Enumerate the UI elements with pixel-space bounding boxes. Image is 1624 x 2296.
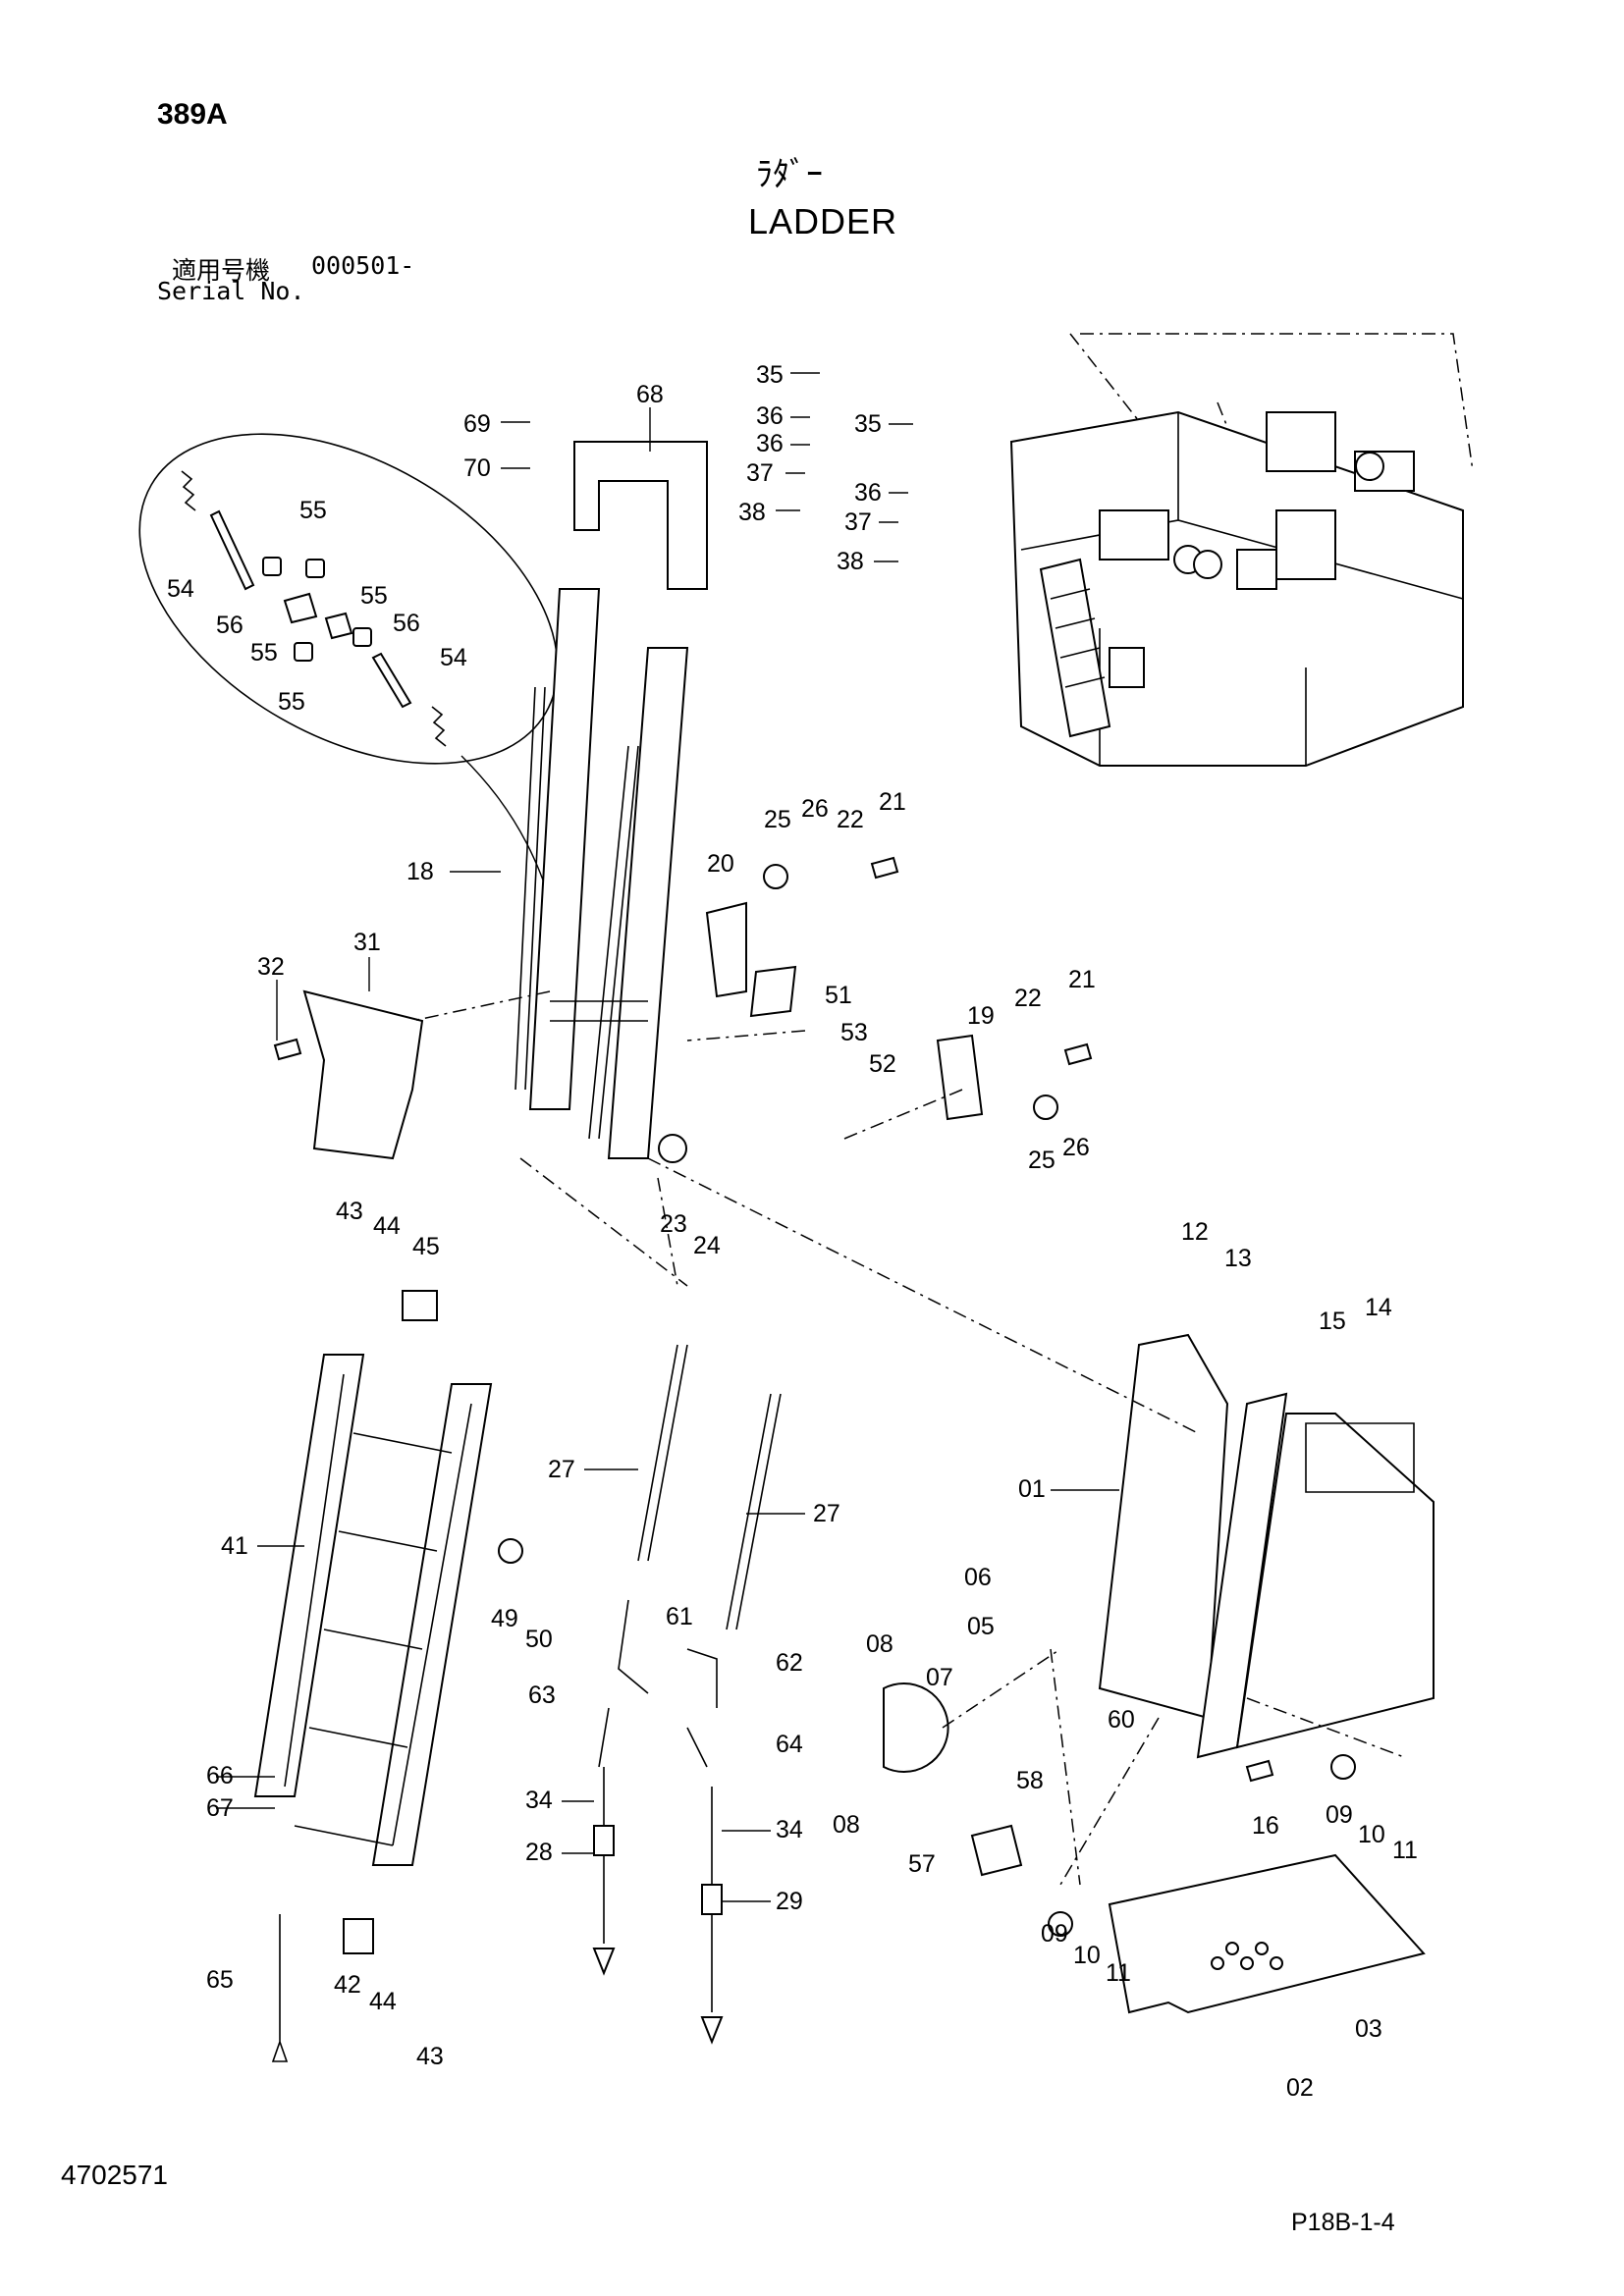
callout-10: 10	[1358, 1821, 1385, 1848]
callout-18: 18	[406, 858, 434, 885]
callout-05: 05	[967, 1613, 995, 1640]
callout-54: 54	[440, 644, 467, 671]
callout-03: 03	[1355, 2015, 1382, 2043]
doc-number: 4702571	[61, 2160, 169, 2190]
callout-43: 43	[336, 1198, 363, 1225]
serial-label-en: Serial No.	[157, 277, 305, 305]
callout-10: 10	[1073, 1942, 1101, 1969]
callout-41: 41	[221, 1532, 248, 1560]
callout-49: 49	[491, 1605, 518, 1632]
callout-54: 54	[167, 575, 194, 603]
callout-11: 11	[1106, 1959, 1131, 1987]
callout-52: 52	[869, 1050, 896, 1078]
callout-42: 42	[334, 1971, 361, 1999]
callout-55: 55	[250, 639, 278, 667]
callout-35: 35	[756, 361, 784, 389]
callout-19: 19	[967, 1002, 995, 1030]
callout-labels: 35 36 36 37 38 35 36 37 38 69 70 68 55 5…	[167, 361, 1418, 2102]
cables-chains	[592, 1344, 782, 2045]
callout-66: 66	[206, 1762, 234, 1789]
callout-35: 35	[854, 410, 882, 438]
callout-26: 26	[1062, 1134, 1090, 1161]
callout-44: 44	[373, 1212, 401, 1240]
callout-20: 20	[707, 850, 734, 878]
callout-55: 55	[360, 582, 388, 610]
serial-label-jp: 適用号機	[172, 257, 271, 285]
leader-lines	[216, 372, 1119, 1902]
callout-60: 60	[1108, 1706, 1135, 1734]
callout-32: 32	[257, 953, 285, 981]
callout-43: 43	[416, 2043, 444, 2070]
callout-61: 61	[666, 1603, 693, 1630]
callout-11: 11	[1392, 1837, 1418, 1864]
callout-08: 08	[833, 1811, 860, 1839]
callout-22: 22	[837, 806, 864, 833]
callout-23: 23	[660, 1210, 687, 1238]
callout-31: 31	[353, 929, 381, 956]
callout-65: 65	[206, 1966, 234, 1994]
callout-09: 09	[1041, 1920, 1068, 1948]
callout-37: 37	[746, 459, 774, 487]
callout-58: 58	[1016, 1767, 1044, 1794]
callout-36: 36	[756, 402, 784, 430]
callout-69: 69	[463, 410, 491, 438]
callout-16: 16	[1252, 1812, 1279, 1840]
callout-22: 22	[1014, 985, 1042, 1012]
page-title: LADDER	[748, 201, 898, 241]
callout-64: 64	[776, 1731, 803, 1758]
callout-53: 53	[840, 1019, 868, 1046]
callout-21: 21	[879, 788, 906, 816]
callout-26: 26	[801, 795, 829, 823]
callout-01: 01	[1018, 1475, 1046, 1503]
callout-25: 25	[1028, 1147, 1056, 1174]
callout-37: 37	[844, 508, 872, 536]
ladder-rails	[514, 441, 708, 1159]
callout-50: 50	[525, 1626, 553, 1653]
callout-15: 15	[1319, 1308, 1346, 1335]
callout-68: 68	[636, 381, 664, 408]
callout-57: 57	[908, 1850, 936, 1878]
callout-28: 28	[525, 1839, 553, 1866]
callout-08: 08	[866, 1630, 893, 1658]
callout-02: 02	[1286, 2074, 1314, 2102]
callout-38: 38	[738, 499, 766, 526]
callout-63: 63	[528, 1682, 556, 1709]
page-code: 389A	[157, 98, 228, 131]
callout-24: 24	[693, 1232, 721, 1259]
callout-27: 27	[813, 1500, 840, 1527]
callout-34: 34	[776, 1816, 803, 1843]
step-box-base	[647, 1157, 1435, 2014]
callout-27: 27	[548, 1456, 575, 1483]
callout-07: 07	[926, 1664, 953, 1691]
callout-55: 55	[299, 497, 327, 524]
callout-13: 13	[1224, 1245, 1252, 1272]
callout-56: 56	[393, 610, 420, 637]
callout-55: 55	[278, 688, 305, 716]
callout-34: 34	[525, 1787, 553, 1814]
callout-62: 62	[776, 1649, 803, 1677]
callout-36: 36	[756, 430, 784, 457]
callout-70: 70	[463, 454, 491, 482]
page-title-jp: ﾗﾀﾞｰ	[756, 156, 823, 193]
callout-44: 44	[369, 1988, 397, 2015]
callout-29: 29	[776, 1888, 803, 1915]
machine-overview-illustration	[1009, 333, 1474, 767]
callout-09: 09	[1326, 1801, 1353, 1829]
callout-38: 38	[837, 548, 864, 575]
serial-range: 000501-	[311, 251, 415, 280]
callout-51: 51	[825, 982, 852, 1009]
detail-view-oval	[138, 433, 570, 983]
lower-ladder	[253, 1290, 523, 2062]
brackets-hardware	[273, 856, 1093, 1287]
callout-14: 14	[1365, 1294, 1392, 1321]
callout-36: 36	[854, 479, 882, 507]
callout-12: 12	[1181, 1218, 1209, 1246]
callout-21: 21	[1068, 966, 1096, 993]
callout-56: 56	[216, 612, 244, 639]
callout-06: 06	[964, 1564, 992, 1591]
callout-45: 45	[412, 1233, 440, 1260]
callout-25: 25	[764, 806, 791, 833]
page-reference: P18B-1-4	[1291, 2209, 1395, 2236]
